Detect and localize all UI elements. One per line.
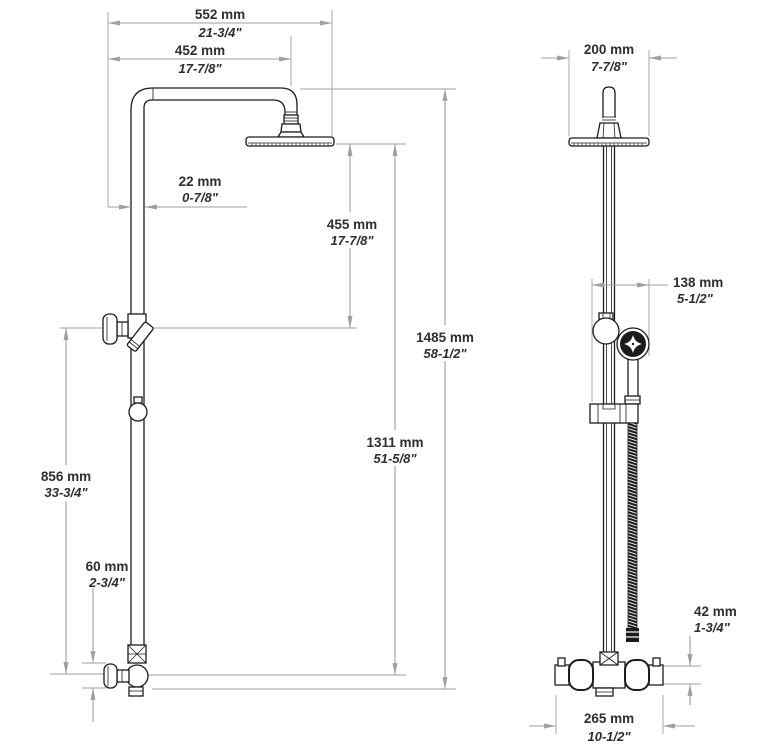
dim-valve-body-offset: 60 mm 2-3/4": [86, 559, 129, 722]
dim-overall-height: 1485 mm 58-1/2": [416, 89, 474, 689]
riser-pole-front: [602, 145, 616, 654]
dim-1485-in: 58-1/2": [423, 346, 467, 361]
dim-head-to-handshower: 455 mm 17-7/8": [327, 144, 377, 328]
dim-pipe-diameter: 22 mm 0-7/8": [108, 174, 247, 210]
hand-shower-hose: [626, 422, 639, 642]
dim-455-in: 17-7/8": [330, 233, 374, 248]
dim-60-mm: 60 mm: [86, 559, 129, 574]
dim-handshower-to-valve: 856 mm 33-3/4": [41, 328, 91, 674]
hand-shower-front: [592, 312, 650, 405]
dim-valve-width: 265 mm 10-1/2": [529, 711, 695, 744]
dim-1311-in: 51-5/8": [373, 451, 417, 466]
nozzle-hatch-front: [573, 143, 643, 146]
dim-1485-mm: 1485 mm: [416, 330, 474, 345]
dim-552-in: 21-3/4": [197, 25, 242, 40]
side-view: 552 mm 21-3/4" 452 mm 17-7/8" 22 mm 0-7/…: [41, 7, 474, 722]
hand-shower-side: [126, 321, 154, 352]
dim-452-in: 17-7/8": [178, 61, 222, 76]
dim-handshower-reach: 138 mm 5-1/2": [592, 275, 723, 306]
front-view: 200 mm 7-7/8" 138 mm 5-1/2" 42 mm 1-3/4"…: [529, 42, 737, 744]
dim-856-in: 33-3/4": [44, 485, 88, 500]
shower-head-front: [568, 86, 650, 147]
hand-shower-bracket-side: [102, 313, 154, 352]
dim-265-in: 10-1/2": [587, 729, 631, 744]
slider-clamp-front: [589, 403, 639, 424]
dim-552-mm: 552 mm: [195, 7, 245, 22]
mixer-valve-side: [103, 644, 149, 697]
dim-wall-to-head-center: 452 mm 17-7/8": [108, 43, 291, 76]
dim-60-in: 2-3/4": [88, 575, 126, 590]
riser-pipe-and-arm: [130, 87, 298, 647]
dim-138-mm: 138 mm: [673, 275, 723, 290]
dim-head-diameter: 200 mm 7-7/8": [541, 42, 677, 74]
dim-455-mm: 455 mm: [327, 217, 377, 232]
dim-22-in: 0-7/8": [182, 190, 219, 205]
dim-valve-body-height: 42 mm 1-3/4": [687, 604, 737, 705]
dim-1311-mm: 1311 mm: [366, 435, 423, 450]
slider-knob-side: [128, 396, 148, 422]
nozzle-hatch-side: [251, 143, 329, 146]
dim-200-in: 7-7/8": [591, 59, 628, 74]
shower-head-side: [245, 114, 335, 147]
mixer-valve-front: [554, 651, 664, 697]
dim-856-mm: 856 mm: [41, 469, 91, 484]
dim-452-mm: 452 mm: [175, 43, 225, 58]
dim-200-mm: 200 mm: [584, 42, 634, 57]
dim-head-to-valve: 1311 mm 51-5/8": [366, 144, 424, 675]
dim-42-mm: 42 mm: [694, 604, 737, 619]
dim-265-mm: 265 mm: [584, 711, 634, 726]
dim-42-in: 1-3/4": [694, 620, 731, 635]
dim-138-in: 5-1/2": [677, 291, 714, 306]
dim-22-mm: 22 mm: [179, 174, 222, 189]
dim-wall-to-head-edge: 552 mm 21-3/4": [108, 7, 332, 40]
